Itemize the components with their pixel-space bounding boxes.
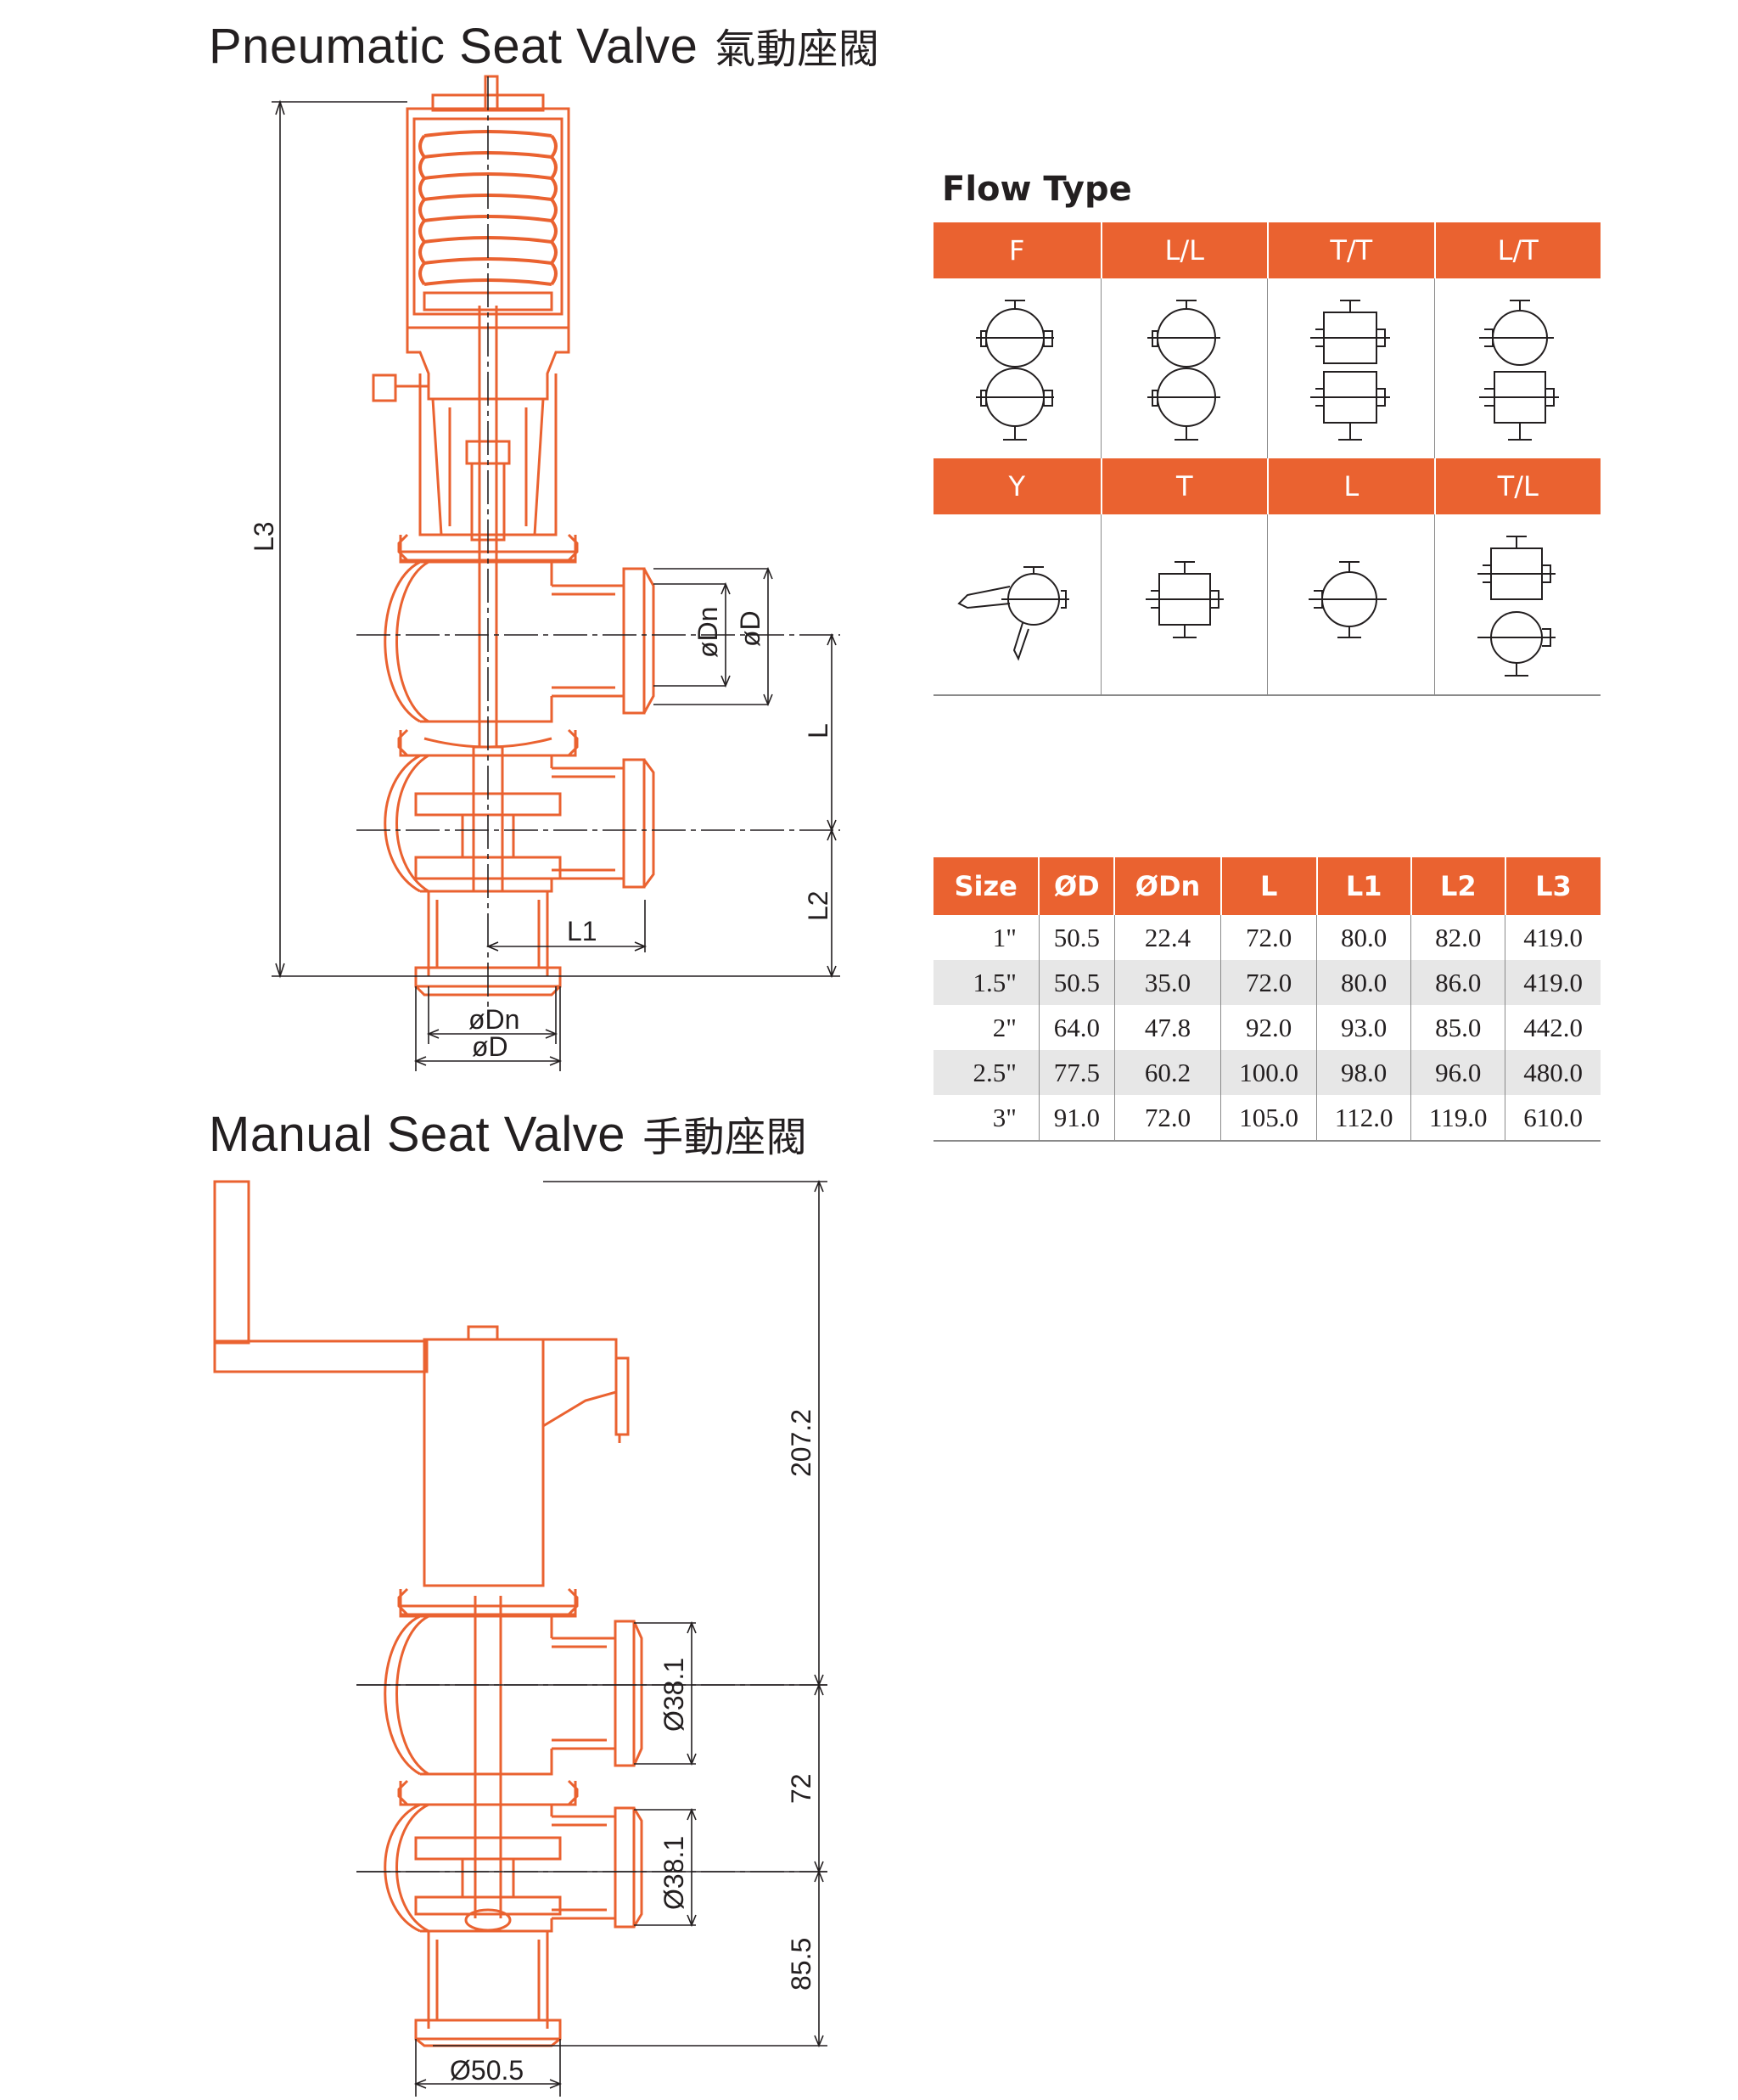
flow-symbol-y bbox=[933, 514, 1101, 694]
table-cell: 1.5" bbox=[933, 960, 1040, 1005]
dim-l1: L1 bbox=[567, 916, 597, 946]
flow-type-grid: F L/L T/T L/T bbox=[933, 222, 1601, 696]
table-row: 1.5" 50.5 35.0 72.0 80.0 86.0 419.0 bbox=[933, 960, 1601, 1005]
table-cell: 93.0 bbox=[1316, 1005, 1411, 1050]
col-odn: ØDn bbox=[1113, 857, 1221, 915]
table-cell: 60.2 bbox=[1113, 1050, 1221, 1095]
dim-l3: L3 bbox=[249, 521, 279, 552]
table-cell: 91.0 bbox=[1038, 1095, 1115, 1142]
table-cell: 77.5 bbox=[1038, 1050, 1115, 1095]
table-cell: 419.0 bbox=[1505, 915, 1601, 960]
flow-type-symbol-row-1 bbox=[933, 278, 1601, 458]
flow-symbol-t-l bbox=[1433, 514, 1601, 694]
dim-height-total: 207.2 bbox=[786, 1409, 816, 1477]
dim-odn-bottom: øDn bbox=[468, 1004, 519, 1035]
table-row: 3" 91.0 72.0 105.0 112.0 119.0 610.0 bbox=[933, 1095, 1601, 1142]
col-size: Size bbox=[933, 857, 1040, 915]
dim-diameter-top: Ø38.1 bbox=[659, 1658, 689, 1732]
table-cell: 72.0 bbox=[1220, 960, 1317, 1005]
table-cell: 1" bbox=[992, 922, 1017, 952]
flow-type-title: Flow Type bbox=[942, 170, 1132, 209]
col-l: L bbox=[1219, 857, 1317, 915]
table-cell: 72.0 bbox=[1113, 1095, 1221, 1142]
table-cell: 50.5 bbox=[1038, 960, 1115, 1005]
flow-type-label: T bbox=[1100, 458, 1267, 514]
dim-height-low: 85.5 bbox=[786, 1938, 816, 1991]
table-row: 2.5" 77.5 60.2 100.0 98.0 96.0 480.0 bbox=[933, 1050, 1601, 1095]
flow-type-label: L/L bbox=[1100, 222, 1267, 278]
dim-diameter-bottom: Ø50.5 bbox=[450, 2055, 524, 2086]
flow-symbol-t bbox=[1100, 514, 1268, 694]
table-cell: 50.5 bbox=[1038, 915, 1115, 960]
table-cell: 112.0 bbox=[1316, 1095, 1411, 1142]
pneumatic-title: Pneumatic Seat Valve 氣動座閥 bbox=[209, 15, 879, 75]
size-table: Size ØD ØDn L L1 L2 L3 1" 50.5 22.4 72.0… bbox=[933, 857, 1601, 1142]
dim-od-bottom: øD bbox=[472, 1031, 508, 1062]
table-cell: 2" bbox=[992, 1012, 1017, 1042]
pneumatic-title-cjk: 氣動座閥 bbox=[715, 25, 880, 73]
valve-drawings: L3 øDn øD L L2 L1 øDn øD 207.2 72 85.5 Ø… bbox=[213, 75, 840, 2097]
flow-symbol-l-t bbox=[1433, 278, 1601, 458]
dim-l: L bbox=[803, 723, 833, 738]
flow-type-label: T/L bbox=[1433, 458, 1601, 514]
table-cell: 105.0 bbox=[1220, 1095, 1317, 1142]
table-cell: 35.0 bbox=[1113, 960, 1221, 1005]
manual-title-text: Manual Seat Valve bbox=[209, 1107, 626, 1162]
table-cell: 80.0 bbox=[1316, 915, 1411, 960]
col-l3: L3 bbox=[1504, 857, 1601, 915]
table-cell: 80.0 bbox=[1316, 960, 1411, 1005]
table-cell: 82.0 bbox=[1410, 915, 1505, 960]
flow-type-label: L bbox=[1267, 458, 1434, 514]
table-cell: 442.0 bbox=[1505, 1005, 1601, 1050]
size-table-header: Size ØD ØDn L L1 L2 L3 bbox=[933, 857, 1601, 915]
table-cell: 2.5" bbox=[933, 1050, 1040, 1095]
pneumatic-valve-drawing bbox=[372, 75, 655, 997]
flow-symbol-l-l bbox=[1100, 278, 1268, 458]
dim-od-side: øD bbox=[735, 610, 765, 647]
flow-symbol-l bbox=[1267, 514, 1434, 694]
table-cell: 610.0 bbox=[1505, 1095, 1601, 1142]
flow-type-symbol-row-2 bbox=[933, 514, 1601, 696]
col-od: ØD bbox=[1038, 857, 1115, 915]
table-cell: 419.0 bbox=[1505, 960, 1601, 1005]
table-cell: 86.0 bbox=[1410, 960, 1505, 1005]
flow-type-label: T/T bbox=[1267, 222, 1434, 278]
col-l1: L1 bbox=[1315, 857, 1411, 915]
manual-title-cjk: 手動座閥 bbox=[642, 1114, 808, 1161]
manual-valve-drawing bbox=[213, 1180, 643, 2047]
table-cell: 85.0 bbox=[1410, 1005, 1505, 1050]
table-cell: 100.0 bbox=[1220, 1050, 1317, 1095]
flow-type-label: Y bbox=[933, 458, 1101, 514]
flow-type-label: L/T bbox=[1433, 222, 1601, 278]
dim-height-mid: 72 bbox=[786, 1773, 816, 1804]
flow-symbol-t-t bbox=[1267, 278, 1434, 458]
flow-type-label: F bbox=[933, 222, 1101, 278]
dim-odn-side: øDn bbox=[692, 607, 723, 658]
table-cell: 64.0 bbox=[1038, 1005, 1115, 1050]
table-cell: 480.0 bbox=[1505, 1050, 1601, 1095]
pneumatic-title-text: Pneumatic Seat Valve bbox=[209, 19, 698, 74]
table-cell: 3" bbox=[933, 1095, 1040, 1142]
table-cell: 22.4 bbox=[1113, 915, 1221, 960]
table-cell: 119.0 bbox=[1410, 1095, 1505, 1142]
table-cell: 92.0 bbox=[1220, 1005, 1317, 1050]
flow-symbol-f bbox=[933, 278, 1101, 458]
table-row: 1" 50.5 22.4 72.0 80.0 82.0 419.0 bbox=[933, 915, 1601, 960]
dim-diameter-mid: Ø38.1 bbox=[659, 1836, 689, 1910]
table-cell: 72.0 bbox=[1220, 915, 1317, 960]
dim-l2: L2 bbox=[803, 890, 833, 921]
table-row: 2" 64.0 47.8 92.0 93.0 85.0 442.0 bbox=[933, 1005, 1601, 1050]
table-cell: 98.0 bbox=[1316, 1050, 1411, 1095]
flow-type-header-row-1: F L/L T/T L/T bbox=[933, 222, 1601, 278]
manual-title: Manual Seat Valve 手動座閥 bbox=[209, 1103, 807, 1163]
flow-type-header-row-2: Y T L T/L bbox=[933, 458, 1601, 514]
table-cell: 96.0 bbox=[1410, 1050, 1505, 1095]
table-cell: 47.8 bbox=[1113, 1005, 1221, 1050]
col-l2: L2 bbox=[1410, 857, 1505, 915]
